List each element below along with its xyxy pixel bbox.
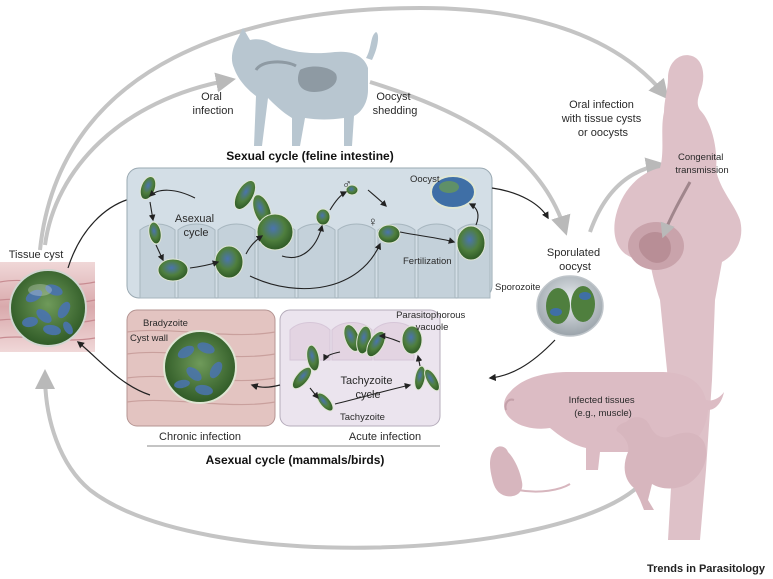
tissue-cyst-illustration: [0, 262, 96, 352]
male-symbol: ♂: [342, 176, 352, 191]
arrow-cat-to-sporulated: [369, 80, 571, 236]
chicken-silhouette-icon: [616, 417, 707, 510]
label-cyst-wall: Cyst wall: [130, 333, 168, 344]
asexual-cycle-title: Asexual cycle (mammals/birds): [206, 453, 385, 467]
arrow-cyst-to-sexual: [67, 195, 135, 269]
label-tachyzoite: Tachyzoite: [340, 412, 385, 423]
sexual-cycle-panel: [126, 167, 493, 299]
chronic-infection-panel: [126, 309, 276, 427]
sporulated-oocyst-illustration: [536, 275, 604, 337]
label-acute-infection: Acute infection: [349, 431, 421, 443]
label-chronic-infection: Chronic infection: [159, 431, 241, 443]
arrow-congenital: [660, 181, 692, 239]
label-infected-tissues: Infected tissues (e.g., muscle): [569, 395, 638, 419]
label-congenital: Congenital transmission: [675, 152, 728, 176]
arrow-chronic-to-cyst: [76, 341, 151, 396]
label-parasitophorous-vacuole: Parasitophorous vacuole: [396, 310, 468, 333]
label-tachyzoite-cycle: Tachyzoite cycle: [340, 375, 395, 401]
arrow-sporulated-to-acute: [488, 339, 556, 382]
label-sporozoite: Sporozoite: [495, 282, 540, 293]
arrow-oocyst-to-sporulated: [491, 187, 549, 220]
arrow-sporulated-to-human: [588, 157, 666, 233]
big-cycle-arrows: [35, 5, 669, 550]
label-oral-infection: Oral infection: [193, 91, 234, 117]
journal-credit: Trends in Parasitology: [647, 563, 766, 575]
sexual-cycle-title: Sexual cycle (feline intestine): [226, 149, 393, 163]
label-tissue-cyst: Tissue cyst: [9, 249, 64, 261]
label-fertilization: Fertilization: [403, 256, 452, 267]
label-bradyzoite: Bradyzoite: [143, 318, 188, 329]
label-oocyst-shedding: Oocyst shedding: [373, 91, 418, 117]
arrow-bottom-arc: [35, 369, 642, 550]
female-symbol: ♀: [368, 214, 378, 229]
arrow-top-arc: [38, 5, 669, 251]
cat-silhouette-icon: [231, 28, 379, 146]
label-oral-infection-tissue: Oral infection with tissue cysts or oocy…: [561, 99, 645, 139]
arrow-tissuecyst-to-cat: [43, 72, 236, 246]
rat-silhouette-icon: [490, 446, 571, 497]
label-oocyst: Oocyst: [410, 174, 440, 185]
acute-infection-panel: [279, 309, 441, 427]
arrow-acute-to-chronic: [250, 383, 281, 391]
label-asexual-cycle: Asexual cycle: [175, 213, 217, 239]
label-sporulated-oocyst: Sporulated oocyst: [547, 247, 603, 273]
